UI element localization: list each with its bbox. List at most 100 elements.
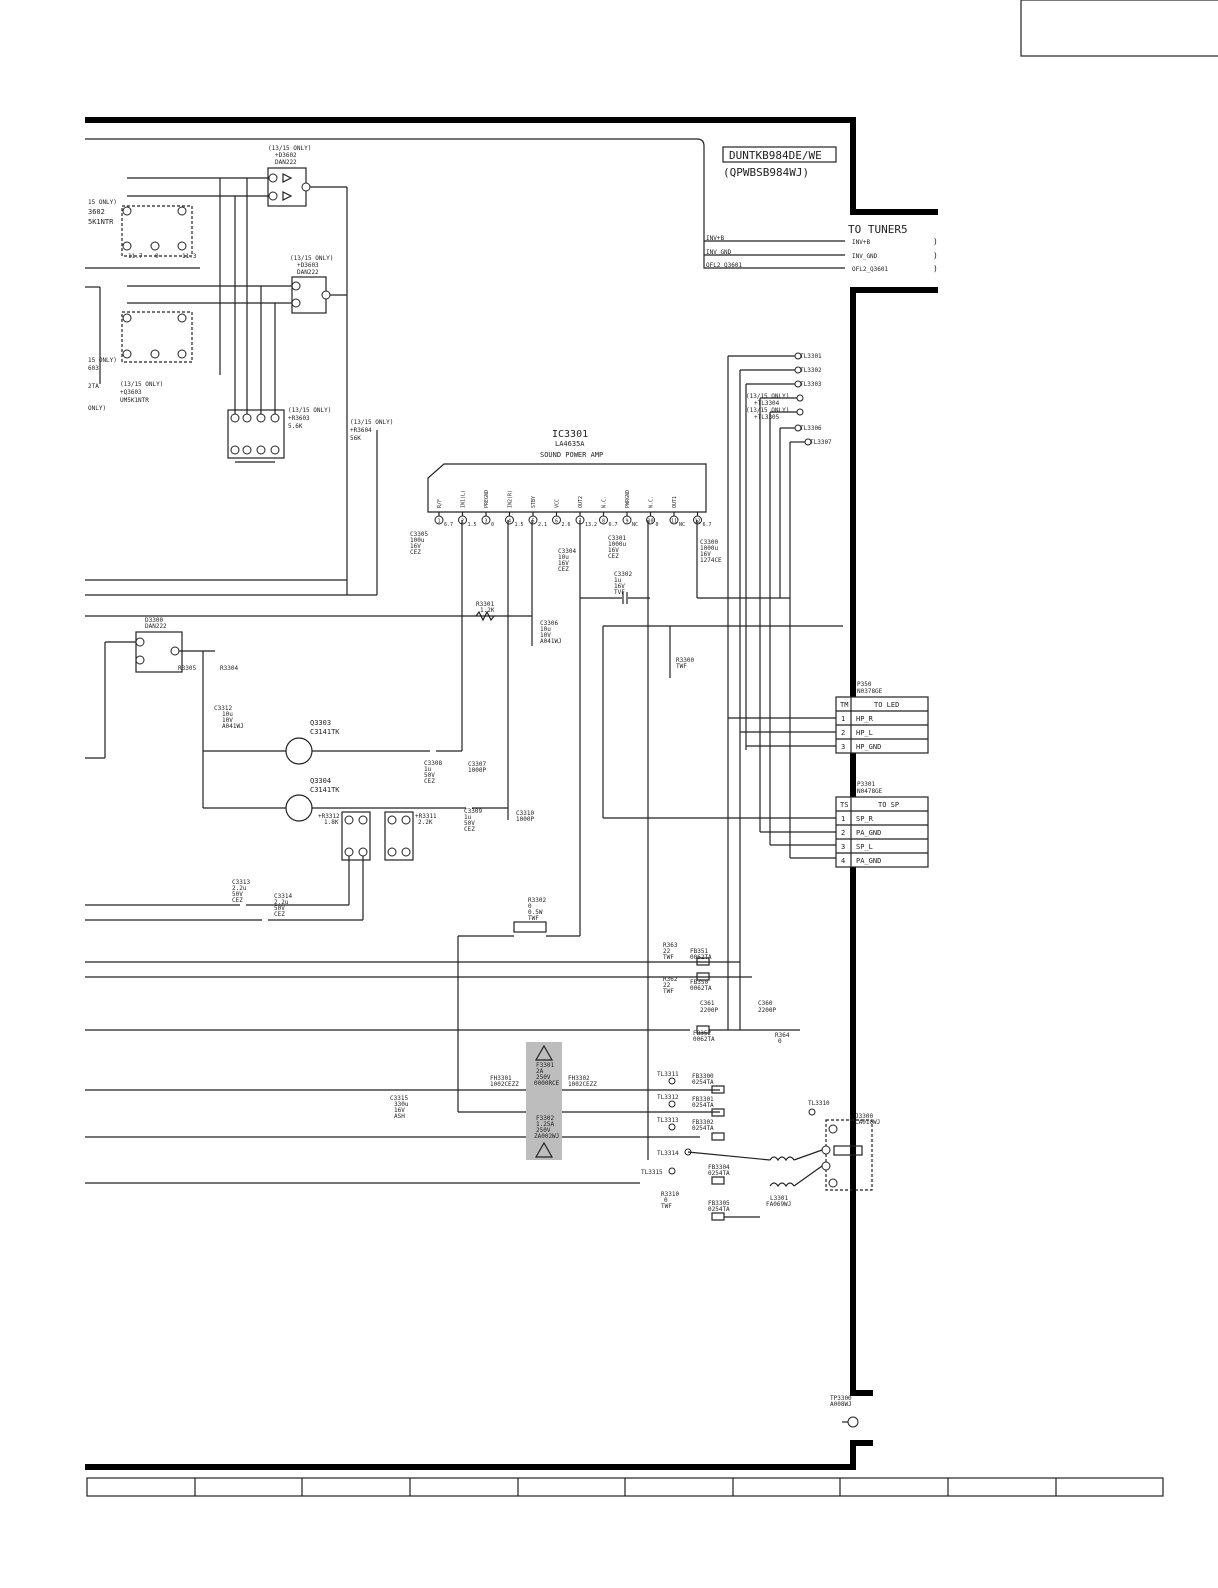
bottom-grid [86,1477,1164,1497]
tuner-title: TO TUNER5 [848,223,908,236]
tl3304-only: (13/15 ONLY) [746,393,789,400]
c3313-v: 2.2u [232,885,247,892]
c3301-ref: C3301 [608,535,626,542]
label-left-q: 3602 [88,208,105,216]
p3301-sig4: PA_GND [856,857,881,865]
ic-pin-circle [528,515,538,525]
r3310-ref: R3310 [661,1191,679,1198]
r3603-only: (13/15 ONLY) [288,407,331,414]
c3301-v2: 16V [608,547,619,554]
tp3300-ref: TP3300 [830,1395,852,1402]
ic-pin-voltage: 2.1 [538,522,547,528]
c3315-p: ASH [394,1113,405,1120]
ic-pin-name: N.C. [602,496,608,508]
corner-box [1020,0,1218,57]
f3301-v2: 250V [536,1074,551,1081]
ic-pin-name: PWRGND [625,490,631,508]
d3603-ref: +D3603 [297,262,319,269]
fuse-block: F3301 2A 250V 0000RCE F3302 1.25A 250V Z… [390,1042,597,1160]
p350-ref: P350 [857,681,872,688]
tuner-pin-3: OFL2_Q3601 [852,266,889,273]
r3305-ref: R3305 [178,665,196,672]
tuner-net-2: INV_GND [706,249,732,256]
v-11-3-a: 11.3 [182,253,197,260]
tuner-pin-2: INV_GND [852,253,878,260]
fb3300-p: 0254TA [692,1079,714,1086]
c3314-v2: 50V [274,905,285,912]
r3311-v: 2.2K [418,819,433,826]
tuner-paren-3: ) [933,264,938,273]
q3603-block: 15 ONLY) 603 2TA (13/15 ONLY) +Q3603 UM5… [85,286,193,412]
l3301-ref: L3301 [770,1195,788,1202]
label-left-only: 15 ONLY) [88,199,117,206]
c3307-ref: C3307 [468,761,486,768]
c3309-v2: 50V [464,820,475,827]
ic-pin-voltage: 13.2 [585,522,597,528]
r3604-val: 56K [350,435,361,442]
filter-section: R363 22 TWF FB351 0062TA R362 22 TWF FB3… [663,942,800,1045]
ic-pin-name: STBY [531,496,537,508]
p350-n3: 3 [841,743,845,751]
d3602: (13/15 ONLY) +D3602 DAN222 [127,145,347,207]
p3301-n2: 2 [841,829,845,837]
c3314-v: 2.2u [274,899,289,906]
c3312-v: 10u [222,711,233,718]
d3602-only: (13/15 ONLY) [268,145,311,152]
ic-pin-voltage: NC [679,522,685,528]
p350-sig3: HP_GND [856,743,881,751]
fb3304-p: 0254TA [708,1170,730,1177]
r3300-v: TWF [676,663,687,670]
fb3301-ref: FB3301 [692,1096,714,1103]
fb350-p: 0062TA [690,985,712,992]
c3310-v: 1000P [516,816,534,823]
c3308-v2: 50V [424,772,435,779]
c3315-v2: 16V [394,1107,405,1114]
f3302-p: ZA002WJ [534,1133,559,1140]
ic-pin-voltage: 2.6 [562,522,571,528]
c3307-v: 1000P [468,767,486,774]
fh3302-ref: FH3302 [568,1075,590,1082]
tl3303: TL3303 [800,381,822,388]
tl3305: +TL3305 [754,414,780,421]
r3604-only: (13/15 ONLY) [350,419,393,426]
d3300-part: DAN222 [145,623,167,630]
c361-ref: C361 [700,1000,715,1007]
tl3315: TL3315 [641,1169,663,1176]
c3312-p: A041WJ [222,723,244,730]
fh3301-ref: FH3301 [490,1075,512,1082]
c360-ref: C360 [758,1000,773,1007]
d3603-only: (13/15 ONLY) [290,255,333,262]
r3301-ref: R3301 [476,601,494,608]
j3300-ref: J3300 [855,1113,873,1120]
fh3301-p: 1002CEZZ [490,1081,519,1088]
r362-ref: R362 [663,976,678,983]
ic-pin-name: N.C. [649,496,655,508]
c3314-p: CEZ [274,911,285,918]
r3300-ref: R3300 [676,657,694,664]
tl3313: TL3313 [657,1117,679,1124]
ic-pin-number: 11 [671,519,677,525]
ic-pin-name: IN1(L) [461,490,467,508]
d3300-ref: D3300 [145,617,163,624]
r3603-val: 5.6K [288,423,303,430]
p350: P350 N0378GE TM TO LED 1 HP_R 2 HP_L 3 H… [728,681,929,754]
p3301: P3301 N0478GE TS TO SP 1 SP_R 2 PA_GND 3… [602,626,929,868]
fh3302-p: 1002CEZZ [568,1081,597,1088]
c3315-v: 330u [394,1101,409,1108]
tl3312: TL3312 [657,1094,679,1101]
r3604: (13/15 ONLY) +R3604 56K [350,419,393,442]
j3300: J3300 CA010WJ [793,1113,880,1191]
c3308-ref: C3308 [424,760,442,767]
ic-pin-number: 1 [437,519,440,525]
fb3302-p: 0254TA [692,1125,714,1132]
r3603-array: (13/15 ONLY) +R3603 5.6K [227,407,331,463]
c3305-v: 100u [410,537,425,544]
ic-pin-name: IN2(R) [508,490,514,508]
ic-pin-voltage: NC [632,522,638,528]
c3310-ref: C3310 [516,810,534,817]
q3303-part: C3141TK [310,728,340,736]
frame-top [85,117,938,215]
p350-n1: 1 [841,715,845,723]
c3304-p: CEZ [558,566,569,573]
c3304-v: 10u [558,554,569,561]
